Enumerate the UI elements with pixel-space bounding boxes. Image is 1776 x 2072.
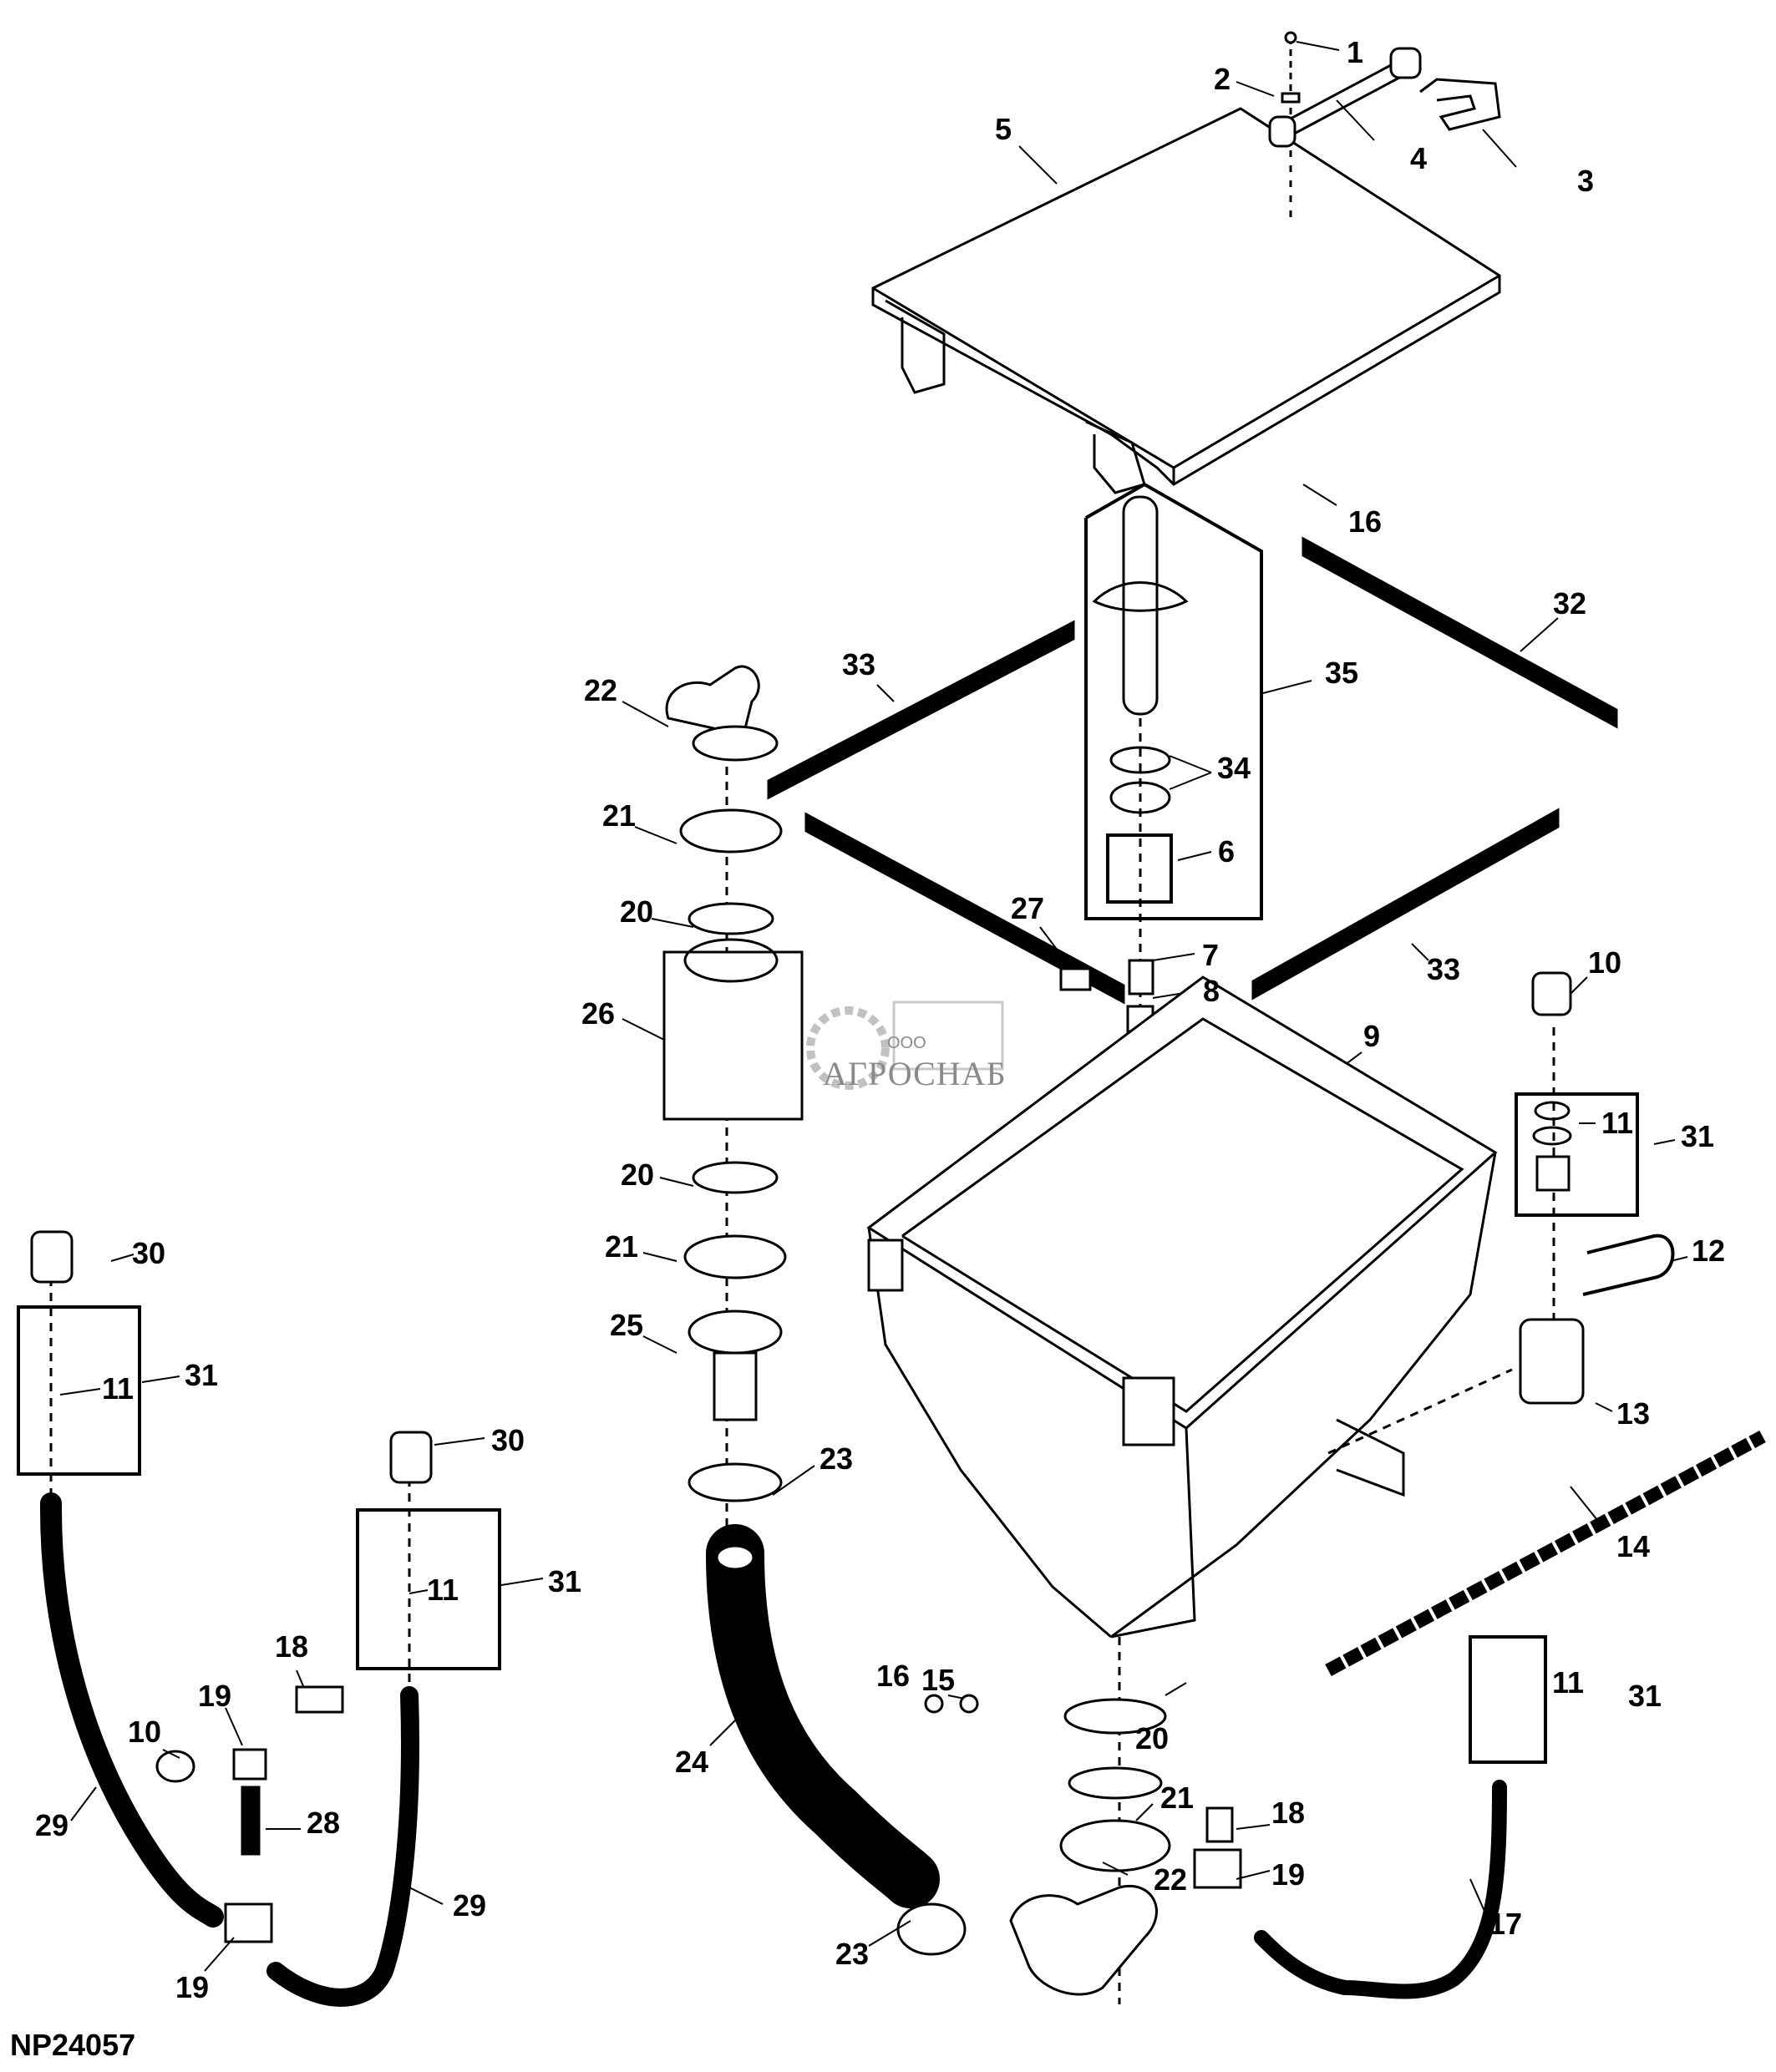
- callout-13: 13: [1616, 1396, 1651, 1431]
- callout-17: 17: [1488, 1907, 1523, 1941]
- rubber-strips: [767, 536, 1618, 1005]
- callout-28: 28: [306, 1806, 341, 1840]
- callout-11: 11: [426, 1573, 459, 1607]
- callout-30: 30: [131, 1236, 166, 1270]
- right-fittings: [1325, 971, 1766, 1677]
- callout-21: 21: [604, 1229, 639, 1264]
- callout-10: 10: [1587, 945, 1622, 980]
- callout-19: 19: [197, 1679, 232, 1713]
- callout-20: 20: [620, 1158, 655, 1192]
- callout-24: 24: [674, 1745, 709, 1779]
- callout-23: 23: [819, 1441, 854, 1476]
- callout-14: 14: [1616, 1529, 1651, 1563]
- callout-9: 9: [1362, 1019, 1381, 1053]
- agitator-pump-stack: [662, 665, 804, 1553]
- callout-29: 29: [34, 1808, 69, 1842]
- callout-31: 31: [184, 1358, 219, 1392]
- right-hose: [1193, 1635, 1547, 1999]
- callout-6: 6: [1217, 834, 1236, 869]
- callout-19: 19: [175, 1970, 210, 2004]
- callout-33: 33: [841, 647, 876, 681]
- hopper: [866, 975, 1513, 1639]
- callout-30: 30: [490, 1423, 525, 1457]
- callout-16: 16: [1347, 504, 1383, 539]
- kit-box-35: [1084, 482, 1263, 1127]
- callout-21: 21: [1159, 1781, 1195, 1815]
- callout-22: 22: [583, 673, 618, 707]
- callout-11: 11: [101, 1371, 134, 1406]
- callout-35: 35: [1324, 656, 1359, 690]
- callout-33: 33: [1426, 952, 1461, 986]
- callout-32: 32: [1552, 586, 1587, 621]
- callout-29: 29: [452, 1888, 487, 1923]
- small-fittings: [1059, 959, 1154, 1033]
- outlet-parts: [896, 1637, 1171, 2004]
- callout-22: 22: [1153, 1862, 1188, 1897]
- suction-hose: [706, 1524, 940, 1908]
- callout-8: 8: [1202, 974, 1220, 1008]
- leader-lines-lower: [70, 1707, 1488, 1972]
- callout-31: 31: [1680, 1119, 1715, 1153]
- watermark-name: АГРОСНАБ: [823, 1055, 1007, 1092]
- latch-handle: [1268, 31, 1422, 217]
- callout-11: 11: [1551, 1665, 1585, 1700]
- callout-34: 34: [1216, 751, 1251, 785]
- callout-25: 25: [609, 1308, 644, 1342]
- callout-16: 16: [875, 1659, 911, 1693]
- callout-31: 31: [1627, 1679, 1662, 1713]
- callout-5: 5: [994, 112, 1012, 146]
- callout-31: 31: [547, 1564, 582, 1598]
- callout-10: 10: [127, 1715, 162, 1749]
- callout-26: 26: [581, 996, 616, 1031]
- figure-code: NP24057: [10, 2028, 136, 2062]
- callout-20: 20: [619, 894, 654, 929]
- callout-23: 23: [835, 1937, 870, 1971]
- callout-19: 19: [1271, 1857, 1306, 1892]
- callout-7: 7: [1201, 938, 1220, 972]
- callout-15: 15: [921, 1663, 956, 1697]
- callout-18: 18: [274, 1629, 309, 1664]
- left-hoses: [17, 1230, 501, 2007]
- callout-1: 1: [1346, 35, 1364, 69]
- leader-lines: [59, 41, 1688, 1705]
- callout-4: 4: [1409, 141, 1428, 175]
- callout-2: 2: [1213, 62, 1231, 96]
- callout-27: 27: [1010, 891, 1045, 925]
- watermark-logo-icon: [806, 1001, 1004, 1090]
- callout-21: 21: [601, 798, 637, 833]
- watermark-prefix: ООО: [887, 1034, 926, 1052]
- clip: [1419, 78, 1501, 131]
- callout-11: 11: [1601, 1106, 1634, 1140]
- callout-12: 12: [1691, 1234, 1726, 1268]
- callout-18: 18: [1271, 1796, 1306, 1830]
- callout-20: 20: [1134, 1721, 1170, 1755]
- cover-panel: [871, 107, 1501, 494]
- callout-3: 3: [1576, 164, 1595, 198]
